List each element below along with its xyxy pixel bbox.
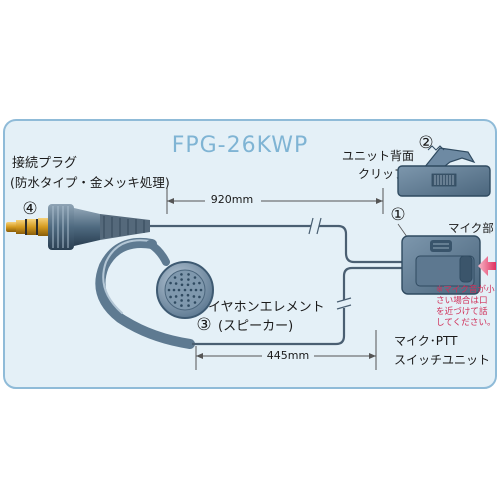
- speaker-hole: [192, 282, 196, 285]
- speaker-hole: [186, 293, 190, 297]
- speaker-hole: [174, 282, 178, 285]
- callout-4: ④: [22, 199, 37, 219]
- earphone-stem: [146, 240, 170, 266]
- connector-plug: [6, 204, 150, 250]
- speaker-hole: [192, 295, 196, 298]
- speaker-hole: [180, 299, 183, 302]
- speaker-hole: [193, 301, 197, 304]
- dim-920-arrow-right: [376, 198, 383, 204]
- ear-hook: [95, 238, 195, 349]
- speaker-hole: [172, 288, 176, 292]
- unit-back-clip-label-line1: ユニット背面: [342, 149, 414, 163]
- speaker-hole: [177, 288, 181, 292]
- back-clip: [397, 145, 491, 197]
- dim-445-arrow-left: [196, 353, 203, 359]
- earphone-label-line1: イヤホンエレメント: [208, 300, 325, 315]
- top-cable-break: [308, 217, 322, 235]
- speaker-hole: [180, 273, 183, 276]
- speaker-hole: [183, 288, 187, 292]
- mic-note-line3: を近づけて話: [436, 305, 488, 317]
- plug-label-line1: 接続プラグ: [12, 155, 77, 171]
- switch-unit-label-line1: マイク･PTT: [394, 334, 458, 348]
- speaker-hole: [198, 281, 201, 285]
- speaker-grille-holes: [167, 273, 203, 307]
- mic-pointer-arrow: [478, 256, 496, 276]
- speaker-hole: [187, 299, 190, 302]
- top-cable: [150, 224, 402, 264]
- dim-445-label-bg: [262, 347, 314, 362]
- callout-1: ①: [390, 205, 405, 225]
- switch-unit-label-line2: スイッチユニット: [394, 353, 490, 367]
- ear-hook-highlight: [102, 239, 151, 314]
- speaker-hole: [169, 281, 172, 285]
- speaker-hole: [180, 304, 183, 307]
- speaker-hole: [189, 288, 193, 292]
- dim-920-label: 920mm: [211, 193, 253, 206]
- speaker-hole: [180, 283, 184, 287]
- dim-445-label: 445mm: [267, 349, 309, 362]
- speaker-hole: [193, 276, 197, 279]
- speaker-hole: [180, 278, 183, 281]
- speaker-hole: [174, 295, 178, 298]
- speaker-hole: [194, 288, 198, 292]
- mic-note-line2: さい場合は口: [436, 294, 488, 306]
- mic-part-label: マイク部: [448, 221, 494, 235]
- speaker-hole: [198, 295, 201, 299]
- mic-ptt-switch-unit: [401, 235, 481, 295]
- speaker-hole: [167, 288, 171, 292]
- dim-920-arrow-left: [167, 198, 174, 204]
- speaker-hole: [169, 295, 172, 299]
- callout-3: ③: [196, 315, 211, 335]
- speaker-hole: [186, 283, 190, 287]
- speaker-hole: [180, 293, 184, 297]
- bottom-cable-break: [336, 297, 352, 310]
- dim-920-label-bg: [205, 191, 261, 207]
- mic-note-line1: ※マイク音が小: [436, 283, 495, 295]
- unit-back-clip-label-line2: クリップ: [358, 167, 406, 181]
- mic-note-line4: してください。: [436, 317, 496, 328]
- earphone-label-line2: (スピーカー): [218, 319, 293, 334]
- speaker-hole: [187, 278, 190, 281]
- speaker-hole: [187, 273, 190, 276]
- callout-2: ②: [418, 133, 433, 153]
- plug-label-line2: (防水タイプ・金メッキ処理): [10, 175, 170, 190]
- speaker-hole: [187, 304, 190, 307]
- speaker-hole: [173, 301, 177, 304]
- speaker-hole: [199, 288, 203, 292]
- dim-445-arrow-right: [369, 353, 376, 359]
- speaker-hole: [173, 276, 177, 279]
- product-title: FPG-26KWP: [172, 133, 309, 158]
